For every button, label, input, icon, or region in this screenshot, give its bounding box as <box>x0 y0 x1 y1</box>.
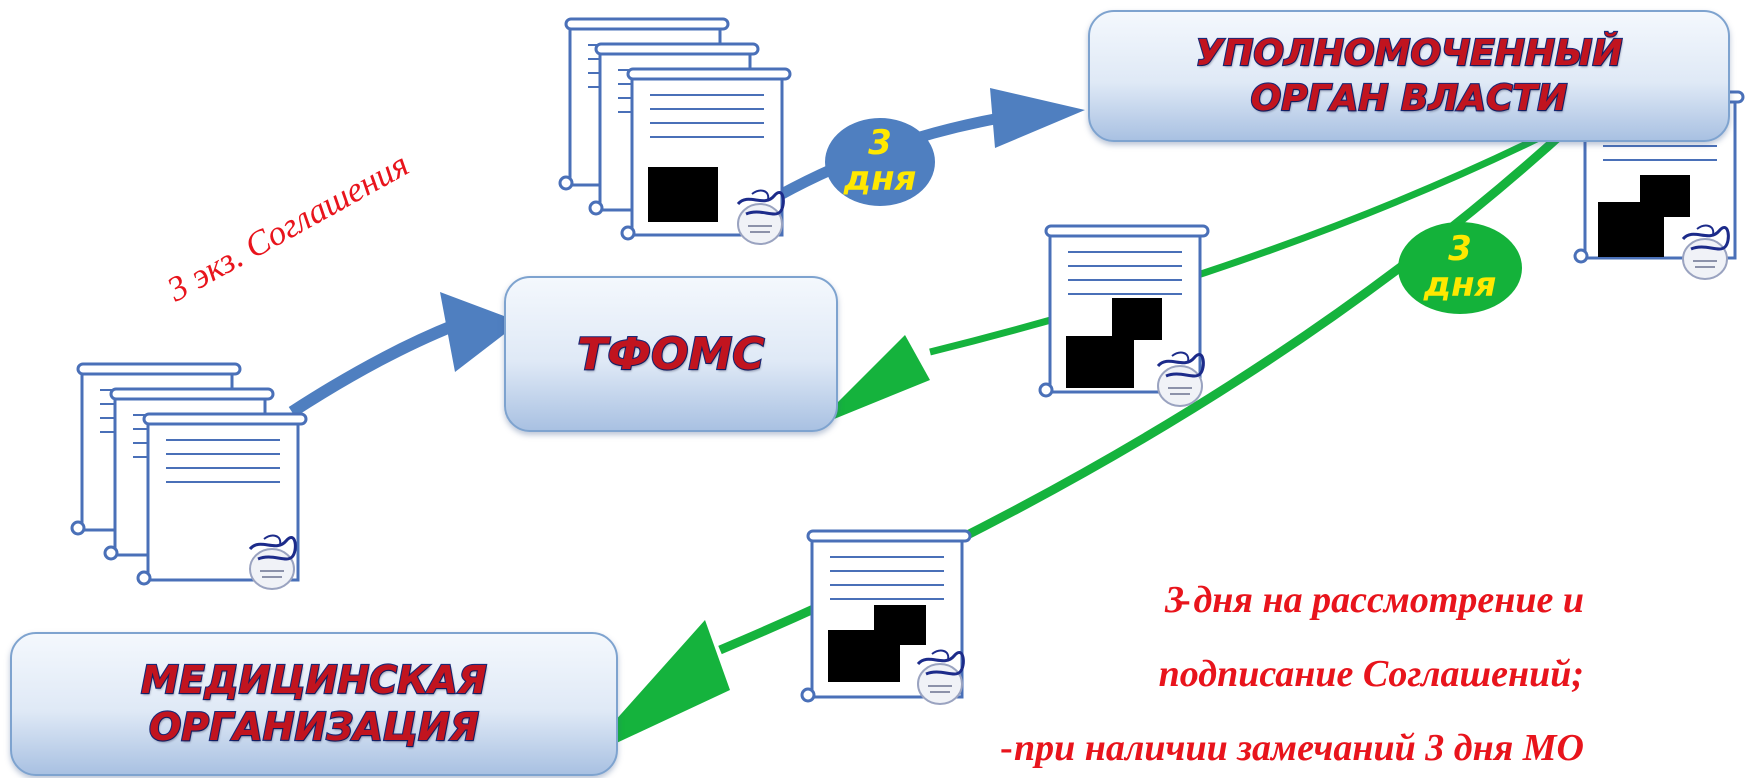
note-bullet: - <box>1000 727 1013 769</box>
document-icon-return-tfoms <box>1038 224 1210 408</box>
arrow-tfoms-to-authority <box>777 88 1085 200</box>
document-stack-icon-tfoms <box>558 17 792 246</box>
document-icon-authority <box>1573 90 1745 281</box>
arrow-authority-to-tfoms <box>812 116 1577 428</box>
authority-label: УПОЛНОМОЧЕННЫЙ ОРГАН ВЛАСТИ <box>1194 32 1623 120</box>
note-line-3: при наличии замечаний 3 дня МО <box>1014 727 1584 769</box>
note-line-2: подписание Соглашений; <box>1158 653 1584 695</box>
arrow-mo-to-tfoms <box>288 292 520 418</box>
medical-org-box: МЕДИЦИНСКАЯ ОРГАНИЗАЦИЯ <box>10 632 618 776</box>
days-badge-to-authority: 3 дня <box>825 118 935 206</box>
days-badge-from-authority: 3 дня <box>1398 222 1522 314</box>
note-bullet: - <box>1178 579 1191 621</box>
note-line-1: 3 дня на рассмотрение и <box>1164 579 1584 621</box>
tfoms-box: ТФОМС <box>504 276 838 432</box>
document-icon-return-mo <box>800 529 972 706</box>
document-stack-icon-mo <box>70 362 308 591</box>
authority-box: УПОЛНОМОЧЕННЫЙ ОРГАН ВЛАСТИ <box>1088 10 1730 142</box>
medical-org-label: МЕДИЦИНСКАЯ ОРГАНИЗАЦИЯ <box>140 656 488 750</box>
tfoms-label: ТФОМС <box>576 327 765 380</box>
